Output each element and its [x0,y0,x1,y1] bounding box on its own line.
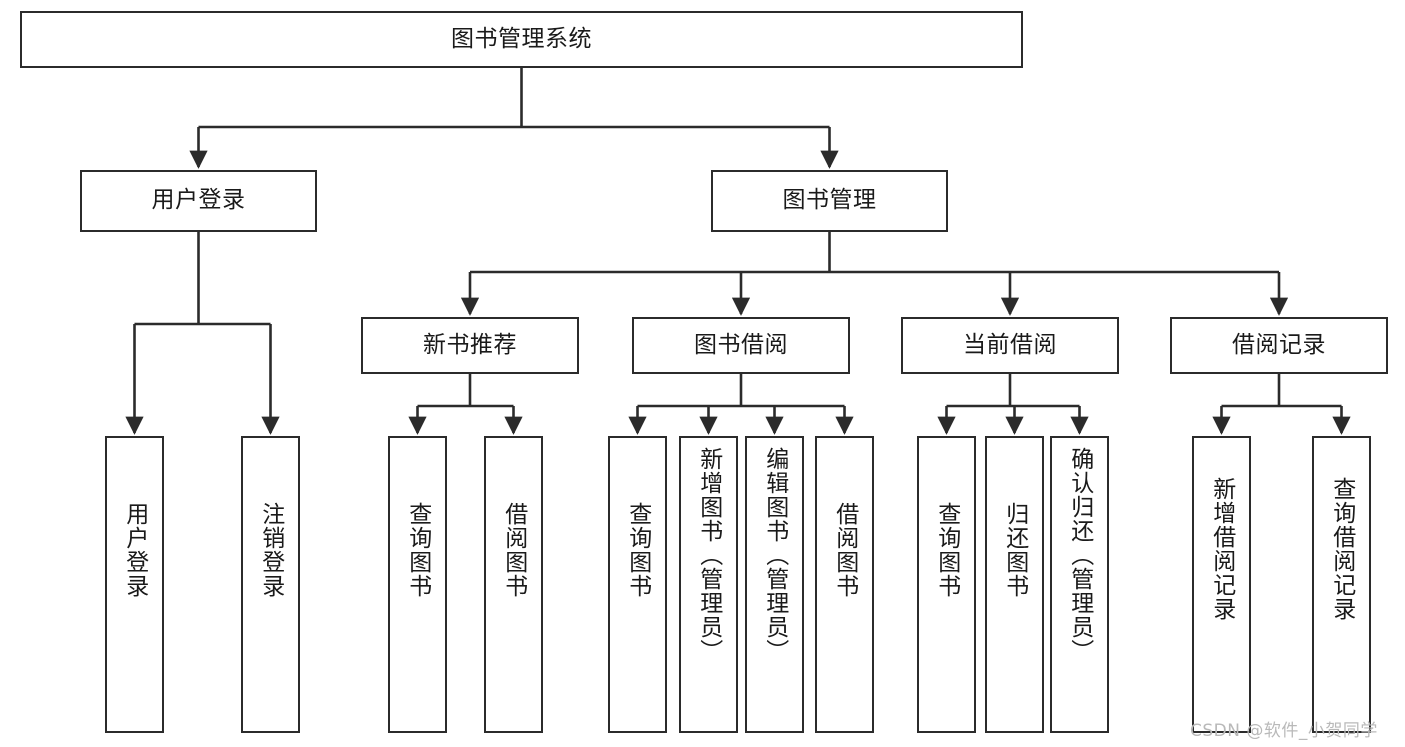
node-leaf-query-book-2[interactable]: 查询图书 [608,436,667,733]
node-label: 图书借阅 [694,331,788,358]
node-leaf-edit-book[interactable]: 编辑图书（管理员） [745,436,804,733]
node-label: 新增图书（管理员） [695,447,722,663]
node-leaf-return-book[interactable]: 归还图书 [985,436,1044,733]
node-label: 图书管理系统 [451,25,592,52]
node-leaf-user-login[interactable]: 用户登录 [105,436,164,733]
node-leaf-query-record[interactable]: 查询借阅记录 [1312,436,1371,733]
node-label: 新增借阅记录 [1208,477,1235,621]
csdn-watermark: CSDN @软件_小贺同学 [1190,721,1378,741]
node-label: 用户登录 [151,187,246,214]
node-root[interactable]: 图书管理系统 [20,11,1023,68]
node-label: 编辑图书（管理员） [761,447,788,663]
node-leaf-query-book-1[interactable]: 查询图书 [388,436,447,733]
node-book-manage[interactable]: 图书管理 [711,170,948,232]
node-new-book-rec[interactable]: 新书推荐 [361,317,579,374]
node-label: 查询图书 [624,502,651,598]
node-current-borrow[interactable]: 当前借阅 [901,317,1119,374]
node-leaf-add-record[interactable]: 新增借阅记录 [1192,436,1251,733]
node-label: 图书管理 [782,187,877,214]
node-leaf-borrow-book-1[interactable]: 借阅图书 [484,436,543,733]
node-leaf-add-book[interactable]: 新增图书（管理员） [679,436,738,733]
node-label: 查询图书 [404,502,431,598]
node-label: 用户登录 [121,502,148,598]
node-leaf-confirm-return[interactable]: 确认归还（管理员） [1050,436,1109,733]
node-book-borrow[interactable]: 图书借阅 [632,317,850,374]
node-label: 新书推荐 [423,331,517,358]
node-label: 归还图书 [1001,502,1028,598]
node-leaf-query-book-3[interactable]: 查询图书 [917,436,976,733]
node-leaf-logout[interactable]: 注销登录 [241,436,300,733]
node-leaf-borrow-book-2[interactable]: 借阅图书 [815,436,874,733]
node-label: 查询借阅记录 [1328,477,1355,621]
node-label: 注销登录 [257,502,284,598]
node-label: 借阅记录 [1232,331,1326,358]
node-borrow-record[interactable]: 借阅记录 [1170,317,1388,374]
node-label: 查询图书 [933,502,960,598]
node-label: 借阅图书 [831,502,858,598]
node-label: 当前借阅 [963,331,1057,358]
node-label: 确认归还（管理员） [1066,447,1093,663]
node-label: 借阅图书 [500,502,527,598]
node-user-login[interactable]: 用户登录 [80,170,317,232]
